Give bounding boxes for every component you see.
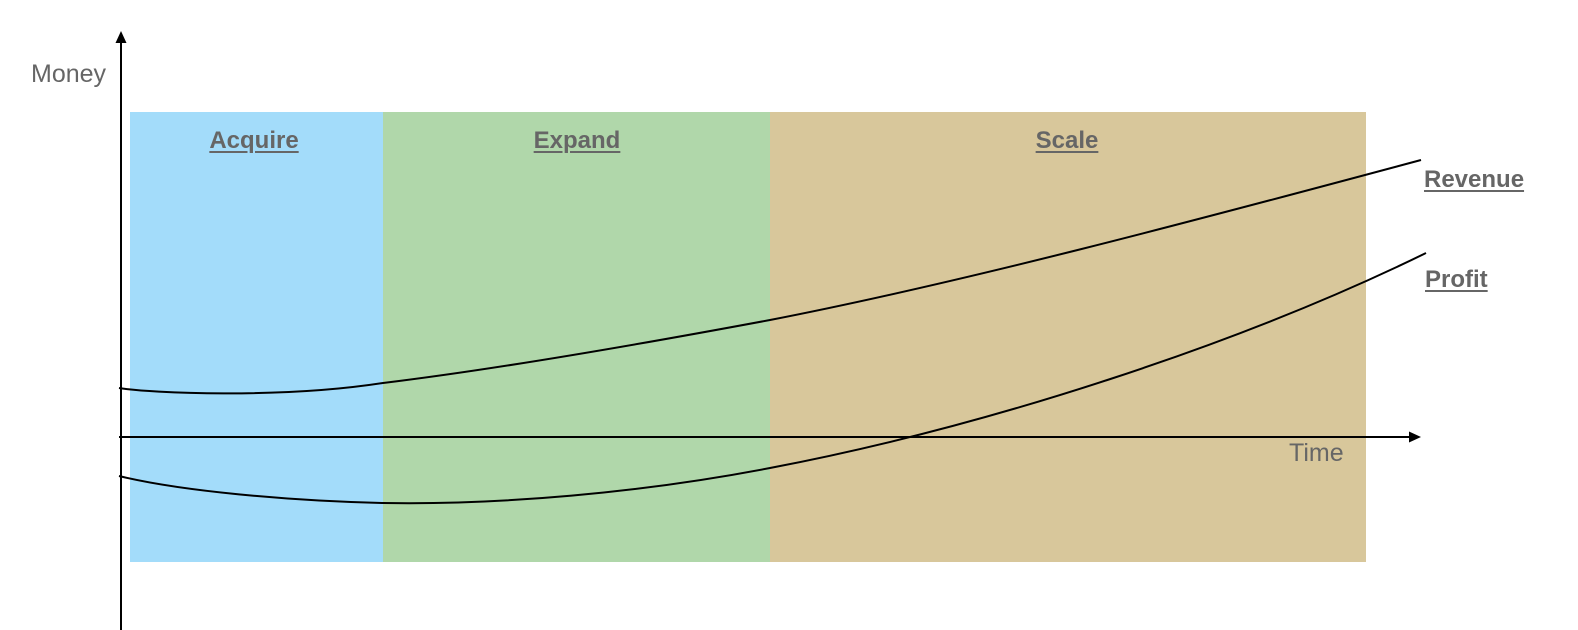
phase-band-expand bbox=[383, 112, 770, 562]
phase-band-scale bbox=[770, 112, 1366, 562]
phase-label-expand: Expand bbox=[533, 127, 621, 154]
revenue-label: Revenue bbox=[1424, 166, 1525, 193]
profit-label: Profit bbox=[1425, 266, 1488, 293]
revenue-curve bbox=[118, 159, 1422, 395]
y-axis-arrowhead bbox=[115, 31, 127, 43]
phase-band-acquire bbox=[130, 112, 383, 562]
profit-curve bbox=[118, 252, 1427, 505]
x-axis-label: Time bbox=[1289, 439, 1344, 467]
y-axis-label: Money bbox=[31, 60, 107, 88]
phase-label-scale: Scale bbox=[1035, 127, 1099, 154]
phase-label-acquire: Acquire bbox=[209, 127, 299, 154]
x-axis-arrowhead bbox=[1409, 431, 1421, 443]
